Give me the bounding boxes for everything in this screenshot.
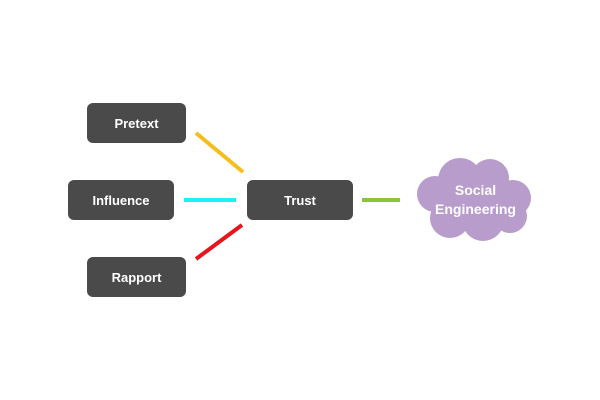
node-pretext: Pretext [87,103,186,143]
link-pretext-trust [194,131,245,174]
node-trust-label: Trust [284,192,316,208]
cloud-label: Social Engineering [435,181,516,217]
node-trust: Trust [247,180,353,220]
cloud-shape [417,158,531,241]
cloud-social-engineering: Social Engineering [405,152,540,247]
node-influence: Influence [68,180,174,220]
link-rapport-trust [194,223,244,261]
node-rapport: Rapport [87,257,186,297]
node-influence-label: Influence [92,192,150,208]
node-pretext-label: Pretext [114,115,159,131]
node-rapport-label: Rapport [111,269,162,285]
